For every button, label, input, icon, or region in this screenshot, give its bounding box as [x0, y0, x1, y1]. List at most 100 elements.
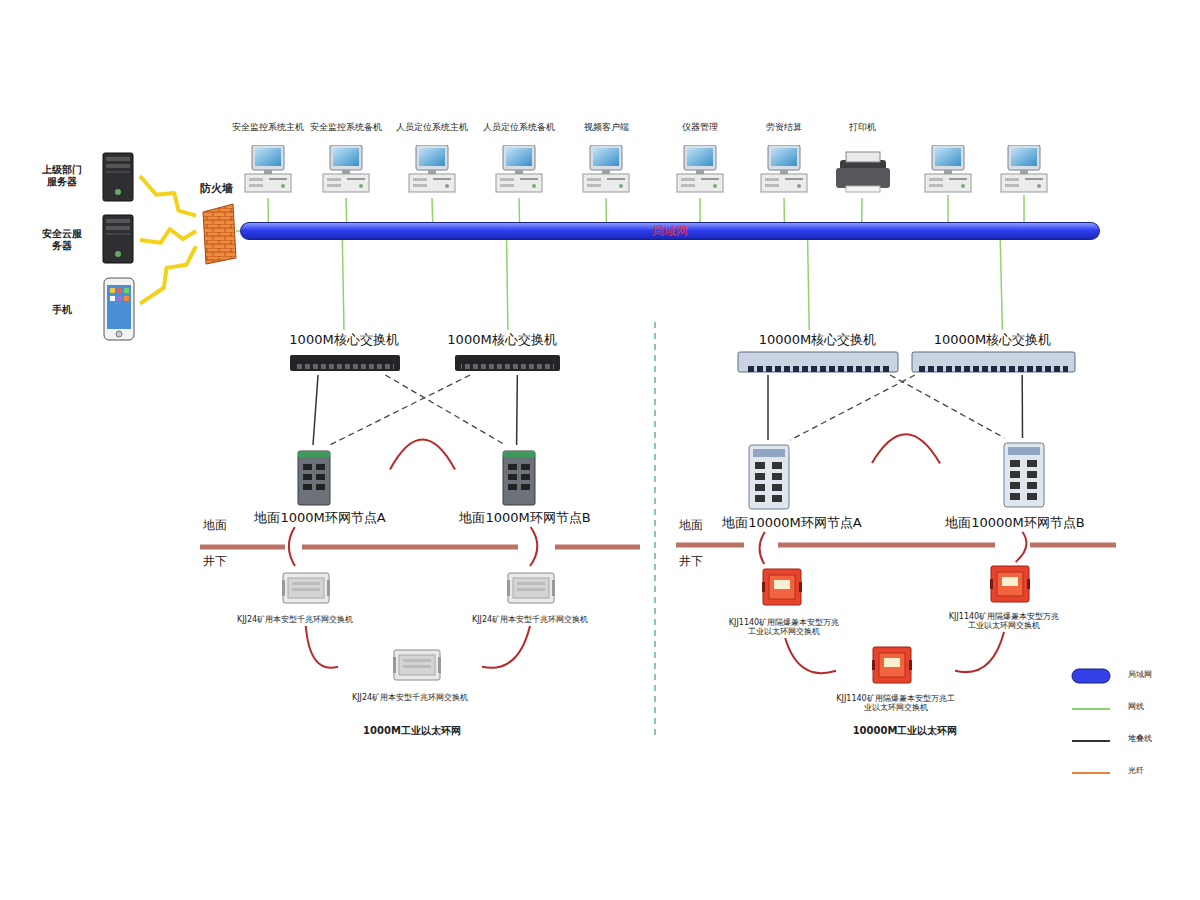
fiber-link [530, 527, 537, 566]
legend-text: 网线 [1128, 701, 1144, 712]
network-node: 局域网 [240, 222, 1100, 240]
node-label: 安全监控系统备机 [310, 122, 382, 132]
network-node: 10000M核心交换机 [910, 330, 1075, 375]
node-label: 人员定位系统备机 [483, 122, 555, 132]
node-label: 安全监控系统主机 [232, 122, 304, 132]
node-label: KJJ24矿用本安型千兆环网交换机 [218, 615, 372, 625]
cable-link [507, 240, 508, 330]
node-label: 视频客户端 [584, 122, 629, 132]
network-node: 地面10000M环网节点A [712, 440, 872, 532]
network-node: 人员定位系统主机 [387, 120, 477, 198]
node-label: 防火墙 [200, 182, 233, 195]
node-label: 地面10000M环网节点A [722, 515, 861, 531]
legend-text: 局域网 [1128, 669, 1152, 680]
network-node: 安全监控系统主机 [223, 120, 313, 198]
section-caption: 1000M工业以太环网 [363, 724, 461, 738]
network-node: 打印机 [822, 120, 902, 198]
network-node: KJJ24矿用本安型千兆环网交换机 [458, 566, 602, 626]
node-label: 手机 [40, 304, 84, 316]
wireless-link [140, 246, 196, 303]
network-node: 1000M核心交换机 [285, 330, 403, 375]
node-label: 打印机 [849, 122, 876, 132]
wireless-link [140, 176, 196, 216]
level-label: 地面 [203, 517, 227, 534]
cable-link [890, 375, 1004, 438]
network-node: 地面1000M环网节点A [250, 445, 390, 527]
cable-link [518, 198, 520, 222]
node-label: 地面1000M环网节点A [254, 510, 385, 526]
network-node: 10000M核心交换机 [735, 330, 900, 375]
node-label: KJJ24矿用本安型千兆环网交换机 [458, 615, 602, 625]
network-node: 视频客户端 [561, 120, 651, 198]
node-label: 劳资结算 [766, 122, 802, 132]
fiber-link [760, 532, 765, 564]
cable-link [1000, 240, 1002, 330]
fiber-link [390, 440, 455, 470]
network-node: 劳资结算 [739, 120, 829, 198]
node-label: 上级部门服务器 [40, 164, 84, 188]
node-label: KJJ1140矿用隔爆兼本安型万兆工业以太环网交换机 [946, 612, 1062, 631]
network-node: KJJ1140矿用隔爆兼本安型万兆工业以太环网交换机 [836, 642, 955, 714]
cable-link [385, 375, 505, 445]
cable-link [342, 240, 344, 330]
fiber-link [306, 626, 338, 668]
network-node: KJJ24矿用本安型千兆环网交换机 [218, 566, 372, 626]
network-node: 人员定位系统备机 [474, 120, 564, 198]
network-node: 手机 [40, 278, 140, 342]
node-label: 10000M核心交换机 [934, 332, 1052, 348]
section-caption: 10000M工业以太环网 [853, 724, 958, 738]
node-label: 1000M核心交换机 [289, 332, 398, 348]
node-label: KJJ1140矿用隔爆兼本安型万兆工业以太环网交换机 [726, 618, 842, 637]
node-label: KJJ24矿用本安型千兆环网交换机 [338, 693, 482, 703]
network-node: 1000M核心交换机 [443, 330, 561, 375]
level-label: 地面 [679, 517, 703, 534]
fiber-link [955, 632, 1004, 672]
level-label: 井下 [679, 553, 703, 570]
legend-text: 光纤 [1128, 765, 1144, 776]
node-label: 局域网 [652, 224, 688, 238]
legend-text: 堆叠线 [1128, 733, 1152, 744]
fiber-link [872, 434, 940, 463]
cable-link [808, 240, 810, 330]
node-label: 地面1000M环网节点B [459, 510, 590, 526]
network-node: 安全云服务器 [40, 212, 140, 268]
node-label: 1000M核心交换机 [447, 332, 556, 348]
network-node: 地面10000M环网节点B [940, 438, 1090, 532]
cable-link [790, 375, 915, 440]
node-label: 人员定位系统主机 [396, 122, 468, 132]
wireless-link [140, 229, 196, 243]
node-label: 10000M核心交换机 [759, 332, 877, 348]
fiber-link [785, 638, 836, 673]
node-label: KJJ1140矿用隔爆兼本安型万兆工业以太环网交换机 [836, 694, 955, 713]
cable-link [267, 198, 269, 222]
level-label: 井下 [203, 553, 227, 570]
network-node: 地面1000M环网节点B [455, 445, 595, 527]
fiber-link [1016, 532, 1027, 562]
cable-link [1021, 375, 1023, 438]
cable-link [699, 198, 701, 222]
cable-link [516, 375, 518, 445]
cable-link [783, 198, 785, 222]
network-node: KJJ1140矿用隔爆兼本安型万兆工业以太环网交换机 [726, 564, 842, 638]
network-node: KJJ24矿用本安型千兆环网交换机 [338, 642, 482, 704]
cable-link [861, 198, 863, 222]
cable-link [330, 375, 470, 445]
network-node: KJJ1140矿用隔爆兼本安型万兆工业以太环网交换机 [946, 562, 1062, 632]
fiber-link [482, 626, 530, 668]
fiber-link [289, 527, 295, 566]
cable-link [605, 198, 607, 222]
network-node: 安全监控系统备机 [301, 120, 391, 198]
cable-link [431, 198, 433, 222]
node-label: 安全云服务器 [40, 228, 84, 252]
network-node: 防火墙 [196, 180, 236, 265]
cable-link [767, 375, 769, 440]
cable-link [345, 198, 347, 222]
node-label: 仪器管理 [682, 122, 718, 132]
network-node: 仪器管理 [655, 120, 745, 198]
node-label: 地面10000M环网节点B [945, 515, 1085, 531]
network-node: 上级部门服务器 [40, 148, 140, 204]
cable-link [313, 375, 318, 445]
